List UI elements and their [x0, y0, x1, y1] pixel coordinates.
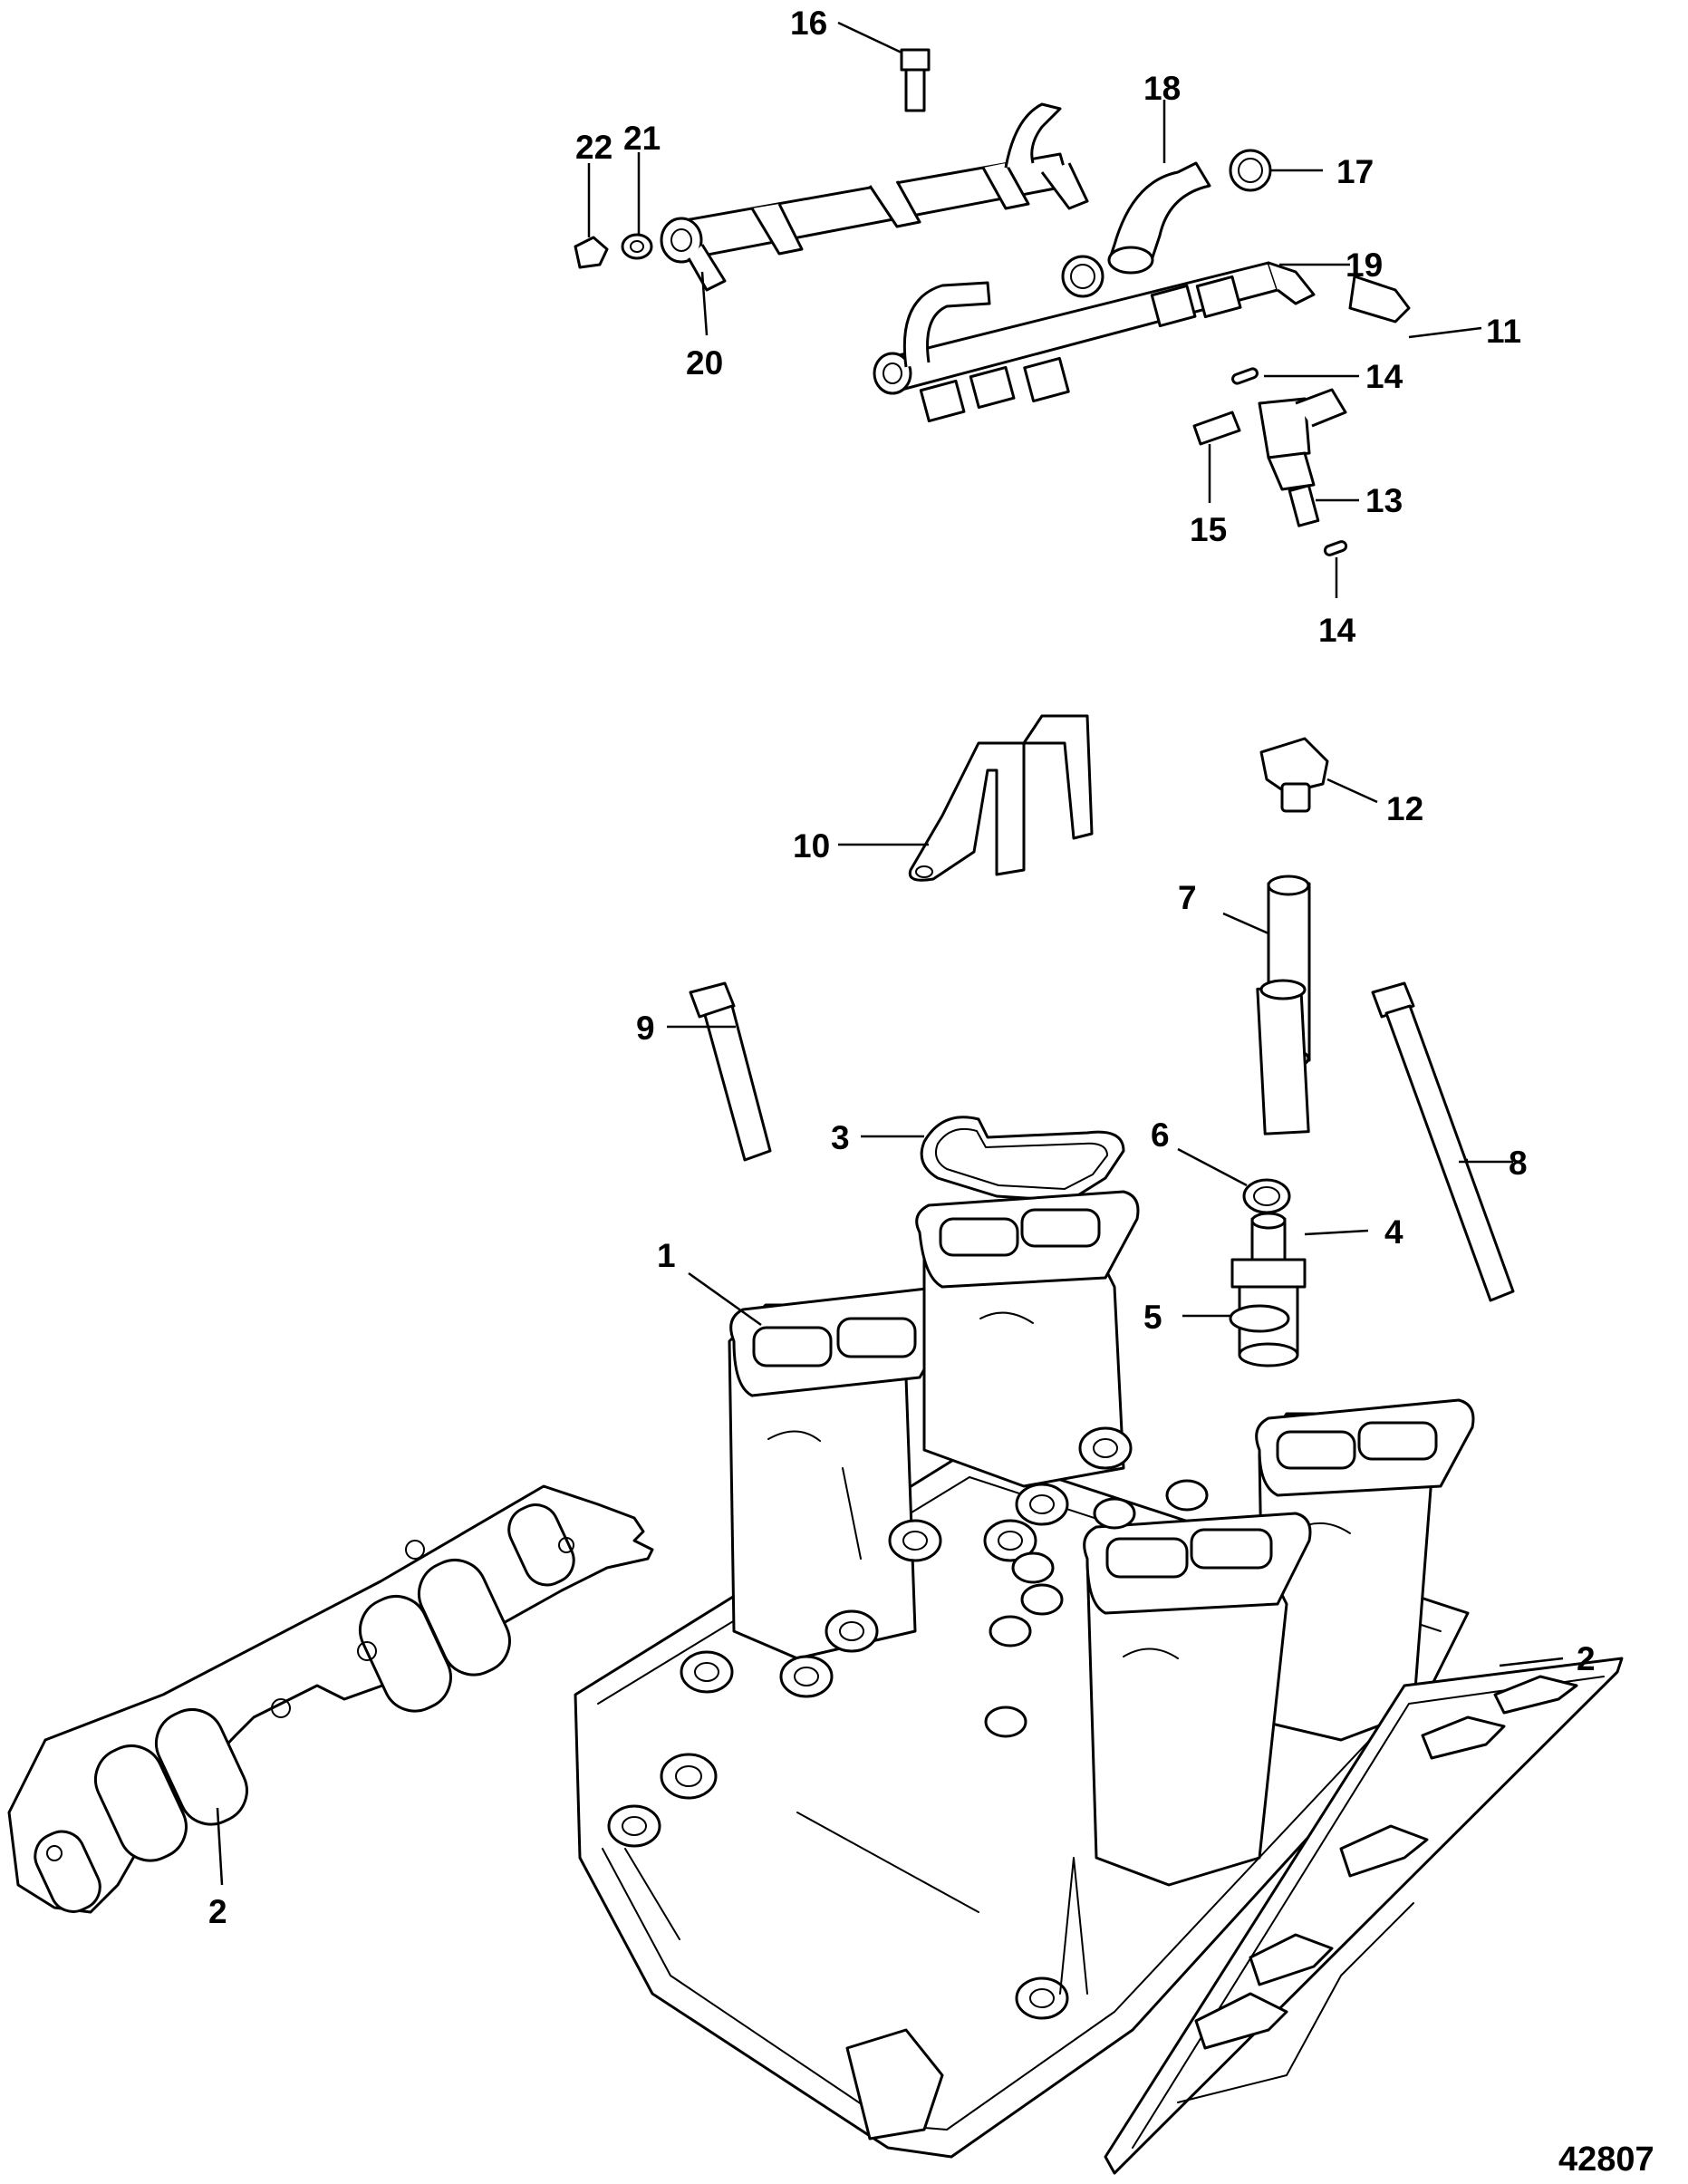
- callout-9: 9: [636, 1010, 655, 1047]
- o-ring-14-lower: [1323, 540, 1348, 556]
- callout-2-left: 2: [208, 1893, 227, 1930]
- bracket-10: [908, 714, 1094, 882]
- fuel-rail-upper: [660, 102, 1089, 292]
- bolt-9: [689, 981, 772, 1162]
- clip-15: [1192, 411, 1241, 446]
- gasket-3: [920, 1116, 1125, 1203]
- callout-5: 5: [1143, 1299, 1162, 1336]
- callout-17: 17: [1336, 153, 1374, 190]
- callout-13: 13: [1365, 482, 1403, 519]
- callout-7: 7: [1178, 879, 1197, 916]
- callout-21: 21: [623, 120, 661, 157]
- callout-14-lower: 14: [1318, 612, 1356, 649]
- manifold-gasket-left: [7, 1484, 654, 1914]
- manifold-gasket-right: [1104, 1657, 1624, 2175]
- intake-manifold: [574, 1190, 1475, 2159]
- callout-6: 6: [1151, 1116, 1170, 1154]
- o-ring-14-upper: [1231, 367, 1259, 385]
- callout-22: 22: [575, 129, 613, 166]
- callout-11: 11: [1486, 313, 1521, 350]
- callout-19: 19: [1346, 246, 1383, 284]
- fuel-injector: [1258, 388, 1347, 527]
- callout-4: 4: [1384, 1213, 1403, 1251]
- pcv-valve: [1230, 1212, 1307, 1367]
- clamp-6: [1242, 1178, 1291, 1214]
- callout-8: 8: [1509, 1145, 1528, 1182]
- hose-clamp-lower: [1061, 255, 1104, 298]
- callout-18: 18: [1143, 70, 1181, 107]
- callout-16: 16: [790, 5, 827, 42]
- callout-labels: 16 18 22 21 17 19 20 11 14 13 15 14 12 1…: [208, 5, 1654, 2179]
- bolt-16: [900, 48, 931, 112]
- valve-21: [621, 233, 653, 260]
- leader-lines: [216, 21, 1564, 1886]
- callout-2-right: 2: [1577, 1640, 1596, 1677]
- callout-1: 1: [657, 1237, 676, 1274]
- hose-clamp: [1229, 149, 1272, 192]
- cap-11: [1348, 275, 1411, 324]
- callout-15: 15: [1190, 511, 1227, 548]
- grommet-5: [1229, 1304, 1290, 1333]
- stud-bolt-8: [1371, 981, 1515, 1302]
- callout-14-upper: 14: [1365, 358, 1403, 395]
- fuel-rail-lower: [873, 261, 1316, 423]
- elbow-fitting: [1259, 737, 1329, 813]
- callout-12: 12: [1386, 790, 1423, 827]
- cap-22: [574, 236, 609, 269]
- callout-10: 10: [793, 827, 830, 865]
- vent-hose: [1256, 875, 1311, 1135]
- figure-number: 42807: [1558, 2141, 1654, 2179]
- callout-3: 3: [831, 1119, 850, 1156]
- callout-20: 20: [686, 344, 723, 382]
- fuel-hose: [1108, 161, 1211, 265]
